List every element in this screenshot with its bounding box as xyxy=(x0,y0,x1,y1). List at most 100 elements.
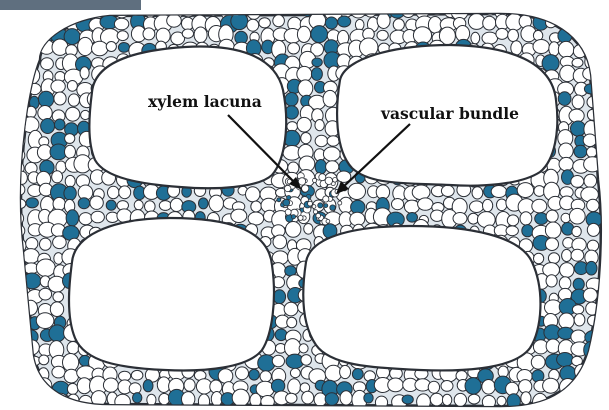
parenchyma-cell xyxy=(51,80,65,93)
parenchyma-cell xyxy=(297,117,311,132)
stained-cell xyxy=(543,2,559,16)
parenchyma-cell xyxy=(326,161,339,173)
parenchyma-cell xyxy=(66,107,80,121)
stained-cell xyxy=(402,395,413,404)
parenchyma-cell xyxy=(39,288,52,300)
parenchyma-cell xyxy=(546,210,558,222)
parenchyma-cell xyxy=(543,378,559,393)
parenchyma-cell xyxy=(301,133,311,144)
parenchyma-cell xyxy=(470,201,484,213)
vascular-cell xyxy=(312,205,316,209)
parenchyma-cell xyxy=(274,1,290,14)
parenchyma-cell xyxy=(315,120,324,131)
air-lacuna-bottom-left xyxy=(69,218,274,370)
parenchyma-cell xyxy=(392,199,404,210)
stained-cell xyxy=(49,325,66,342)
parenchyma-cell xyxy=(585,4,597,17)
parenchyma-cell xyxy=(17,171,28,184)
parenchyma-cell xyxy=(80,67,89,79)
parenchyma-cell xyxy=(496,28,508,39)
parenchyma-cell xyxy=(413,27,431,44)
parenchyma-cell xyxy=(508,29,519,41)
parenchyma-cell xyxy=(284,302,298,316)
vascular-cell xyxy=(316,213,321,218)
parenchyma-cell xyxy=(273,15,285,27)
parenchyma-cell xyxy=(68,94,79,106)
parenchyma-cell xyxy=(288,2,301,15)
stained-cell xyxy=(106,200,116,210)
parenchyma-cell xyxy=(67,81,77,92)
parenchyma-cell xyxy=(483,16,496,30)
parenchyma-cell xyxy=(263,3,276,14)
xylem-lacuna-label: xylem lacuna xyxy=(145,92,265,111)
parenchyma-cell xyxy=(340,6,351,17)
parenchyma-cell xyxy=(103,378,118,392)
parenchyma-cell xyxy=(534,186,545,197)
parenchyma-cell xyxy=(572,32,583,41)
parenchyma-cell xyxy=(468,14,484,30)
vascular-cell xyxy=(308,201,313,206)
parenchyma-cell xyxy=(14,30,29,46)
parenchyma-cell xyxy=(209,195,224,212)
parenchyma-cell xyxy=(14,305,27,316)
stained-cell xyxy=(585,380,597,391)
vascular-cell xyxy=(326,219,330,223)
parenchyma-cell xyxy=(430,393,443,406)
stained-cell xyxy=(143,380,153,392)
parenchyma-cell xyxy=(13,16,29,32)
parenchyma-cell xyxy=(36,259,55,277)
stained-cell xyxy=(407,213,418,223)
parenchyma-cell xyxy=(559,277,571,290)
parenchyma-cell xyxy=(246,187,260,202)
stained-cell xyxy=(352,369,363,380)
parenchyma-cell xyxy=(559,157,573,170)
parenchyma-cell xyxy=(298,80,313,97)
parenchyma-cell xyxy=(251,201,262,212)
parenchyma-cell xyxy=(533,40,549,54)
parenchyma-cell xyxy=(10,40,25,56)
stained-cell xyxy=(39,27,54,43)
stained-cell xyxy=(285,93,298,107)
parenchyma-cell xyxy=(114,18,128,30)
stained-cell xyxy=(465,378,481,395)
parenchyma-cell xyxy=(482,32,498,44)
parenchyma-cell xyxy=(52,39,68,55)
stained-cell xyxy=(25,19,40,32)
parenchyma-cell xyxy=(260,371,271,382)
parenchyma-cell xyxy=(454,393,466,406)
parenchyma-cell xyxy=(198,394,209,409)
parenchyma-cell xyxy=(290,368,300,377)
stained-cell xyxy=(574,145,587,158)
parenchyma-cell xyxy=(558,41,574,57)
parenchyma-cell xyxy=(18,355,27,364)
stained-cell xyxy=(13,363,27,380)
parenchyma-cell xyxy=(53,292,64,302)
parenchyma-cell xyxy=(546,238,559,251)
parenchyma-cell xyxy=(585,55,597,69)
parenchyma-cell xyxy=(572,305,583,314)
parenchyma-cell xyxy=(197,2,206,14)
parenchyma-cell xyxy=(129,383,141,394)
parenchyma-cell xyxy=(441,381,453,392)
stained-cell xyxy=(38,91,53,107)
parenchyma-cell xyxy=(15,82,28,97)
stained-cell xyxy=(118,43,129,53)
parenchyma-cell xyxy=(524,5,534,15)
parenchyma-cell xyxy=(569,208,585,224)
parenchyma-cell xyxy=(182,392,195,407)
parenchyma-cell xyxy=(14,68,25,80)
parenchyma-cell xyxy=(572,95,584,109)
parenchyma-cell xyxy=(27,368,39,382)
vascular-cell xyxy=(318,203,323,208)
parenchyma-cell xyxy=(532,3,544,14)
parenchyma-cell xyxy=(587,147,597,158)
stained-cell xyxy=(54,119,65,130)
parenchyma-cell xyxy=(259,18,271,28)
parenchyma-cell xyxy=(442,394,451,405)
parenchyma-cell xyxy=(507,215,518,226)
vascular-cell xyxy=(283,199,290,206)
parenchyma-cell xyxy=(323,90,337,107)
parenchyma-cell xyxy=(402,4,415,17)
parenchyma-cell xyxy=(441,185,454,196)
